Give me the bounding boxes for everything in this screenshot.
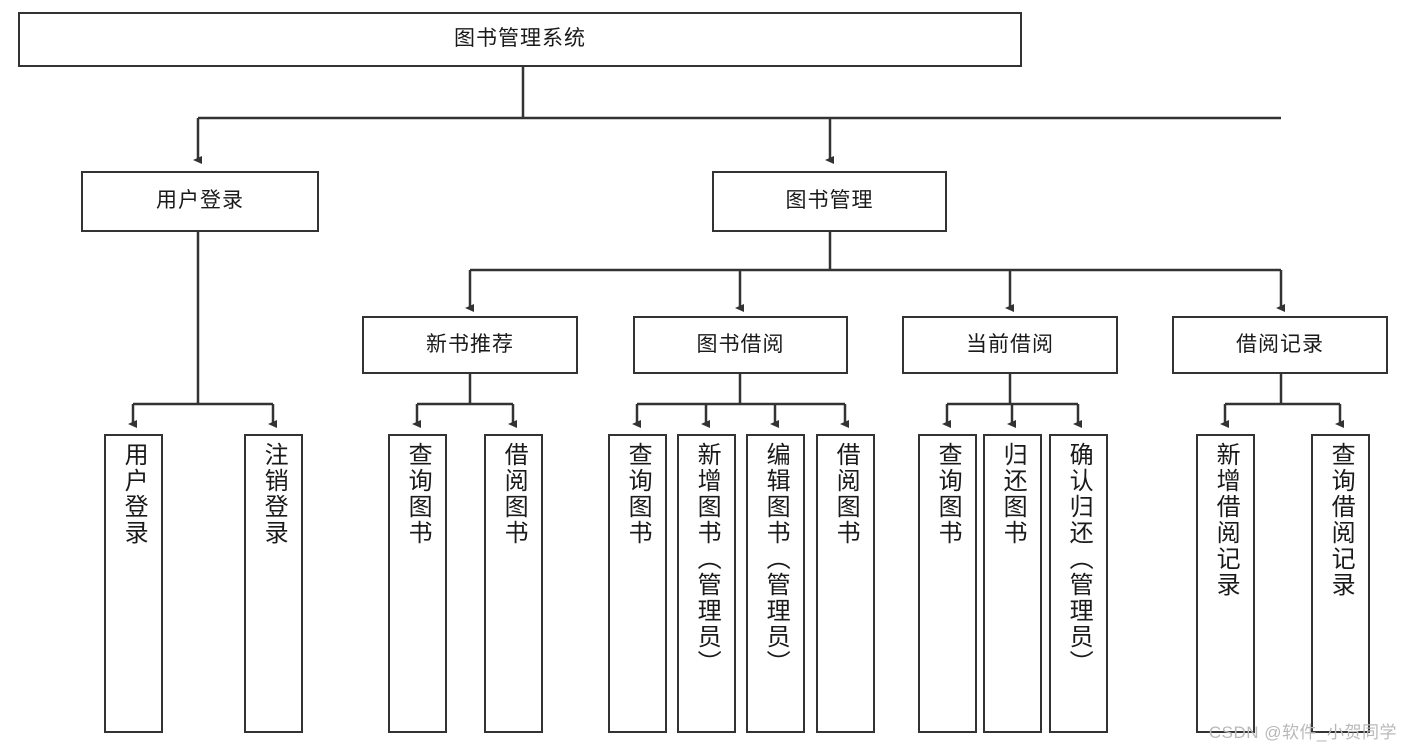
node-label: 注销登录 — [260, 442, 288, 546]
node-label: 查询借阅记录 — [1327, 442, 1355, 598]
node-label: 编辑图书（管理员） — [762, 442, 790, 676]
node-label: 查询图书 — [934, 442, 962, 546]
node-current-borrow[interactable]: 当前借阅 — [902, 316, 1118, 374]
node-label: 图书管理 — [785, 189, 874, 213]
node-label: 新增借阅记录 — [1212, 442, 1240, 598]
node-label: 借阅记录 — [1236, 332, 1324, 356]
leaf-book-borrow-borrow-book[interactable]: 借阅图书 — [816, 434, 875, 733]
node-label: 新书推荐 — [426, 332, 514, 356]
node-new-book-recommend[interactable]: 新书推荐 — [362, 316, 578, 374]
leaf-borrow-record-query-record[interactable]: 查询借阅记录 — [1311, 434, 1370, 733]
node-label: 图书管理系统 — [454, 27, 586, 51]
leaf-current-borrow-return-book[interactable]: 归还图书 — [983, 434, 1042, 733]
leaf-book-borrow-edit-book-admin[interactable]: 编辑图书（管理员） — [746, 434, 805, 733]
leaf-user-login-logout[interactable]: 注销登录 — [244, 434, 303, 733]
node-user-login[interactable]: 用户登录 — [81, 171, 319, 232]
node-book-borrow[interactable]: 图书借阅 — [633, 316, 848, 374]
node-borrow-record[interactable]: 借阅记录 — [1172, 316, 1388, 374]
leaf-new-book-borrow-book[interactable]: 借阅图书 — [484, 434, 543, 733]
node-label: 当前借阅 — [966, 332, 1054, 356]
node-label: 确认归还（管理员） — [1065, 442, 1093, 676]
node-label: 借阅图书 — [832, 442, 860, 546]
node-label: 查询图书 — [624, 442, 652, 546]
node-root-book-management-system[interactable]: 图书管理系统 — [18, 12, 1022, 67]
node-label: 图书借阅 — [696, 332, 785, 356]
leaf-current-borrow-query-book[interactable]: 查询图书 — [918, 434, 977, 733]
node-label: 借阅图书 — [500, 442, 528, 546]
leaf-current-borrow-confirm-return-admin[interactable]: 确认归还（管理员） — [1049, 434, 1108, 733]
leaf-new-book-query-book[interactable]: 查询图书 — [388, 434, 447, 733]
leaf-book-borrow-add-book-admin[interactable]: 新增图书（管理员） — [677, 434, 736, 733]
node-label: 用户登录 — [156, 189, 244, 213]
node-label: 用户登录 — [120, 442, 148, 546]
leaf-user-login-login[interactable]: 用户登录 — [104, 434, 163, 733]
leaf-book-borrow-query-book[interactable]: 查询图书 — [608, 434, 667, 733]
node-label: 查询图书 — [404, 442, 432, 546]
csdn-watermark: CSDN @软件_小贺同学 — [1208, 723, 1397, 742]
leaf-borrow-record-add-record[interactable]: 新增借阅记录 — [1196, 434, 1255, 733]
node-label: 归还图书 — [999, 442, 1027, 546]
node-book-management[interactable]: 图书管理 — [712, 171, 947, 232]
node-label: 新增图书（管理员） — [693, 442, 721, 676]
